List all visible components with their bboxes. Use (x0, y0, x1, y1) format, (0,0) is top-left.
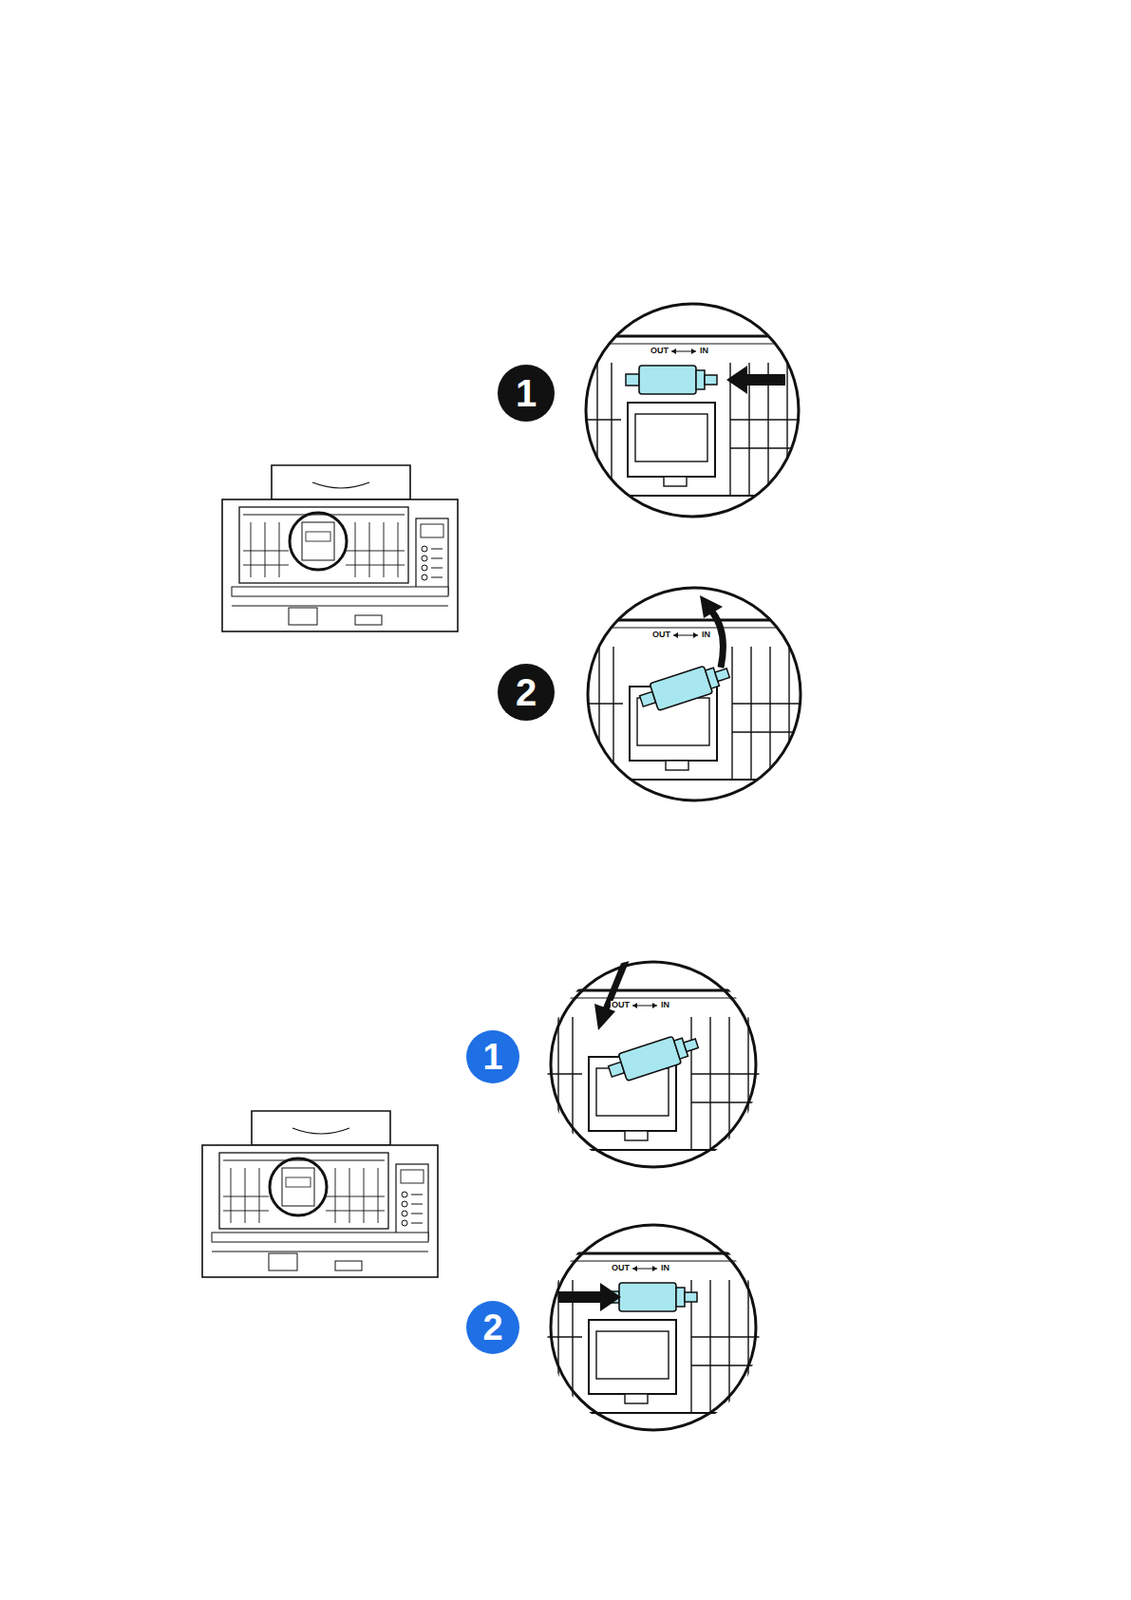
step-number: 1 (515, 374, 537, 413)
step-number: 2 (482, 1309, 503, 1346)
direction-label: IN (698, 346, 710, 356)
callout-number: 2 (497, 663, 555, 721)
callout-number: 1 (466, 1030, 520, 1084)
direction-label: OUT (651, 630, 672, 640)
direction-label: OUT (610, 1000, 631, 1010)
step-number: 2 (515, 673, 537, 712)
direction-label: OUT (610, 1263, 631, 1273)
direction-label: IN (659, 1263, 671, 1273)
direction-label: IN (700, 630, 712, 640)
callout-number: 1 (497, 364, 555, 422)
callout-number: 2 (466, 1300, 520, 1355)
direction-label: OUT (649, 346, 670, 356)
direction-label: IN (659, 1000, 671, 1010)
step-number: 1 (482, 1038, 503, 1075)
